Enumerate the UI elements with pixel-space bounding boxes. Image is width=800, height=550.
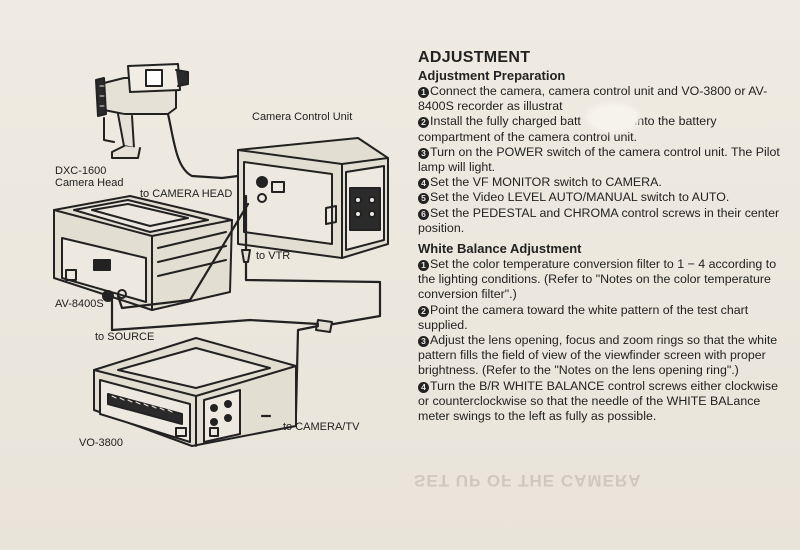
bleed-through-heading: SET UP OF THE CAMERA (414, 471, 642, 490)
step-text: Turn on the POWER switch of the camera c… (418, 144, 780, 175)
av-8400s-recorder-drawing (53, 195, 233, 311)
step-text: Set the Video LEVEL AUTO/MANUAL switch t… (430, 190, 730, 205)
step-number-icon: 3 (418, 336, 429, 348)
step-number-icon: 3 (418, 147, 429, 159)
step-number-icon: 4 (418, 178, 429, 190)
step-number-icon: 2 (418, 305, 429, 317)
label-camera-head: Camera Head (55, 177, 124, 189)
step-text: Point the camera toward the white patter… (418, 302, 749, 332)
camera-head-drawing (95, 63, 224, 180)
step-number-icon: 1 (418, 87, 429, 98)
label-to-camera-head: to CAMERA HEAD (140, 188, 233, 200)
connection-diagram (53, 63, 389, 447)
section-title: ADJUSTMENT (418, 49, 531, 66)
step-text: Set the PEDESTAL and CHROMA control scre… (418, 205, 780, 235)
label-camera-head-model: DXC-1600 (55, 165, 107, 177)
step-text: Connect the camera, camera control unit … (418, 84, 768, 114)
label-vcr-model: VO-3800 (79, 437, 124, 449)
step-text: Adjust the lens opening, focus and zoom … (418, 333, 778, 378)
white-balance-title: White Balance Adjustment (418, 241, 582, 257)
step-text: Install the fully charged batt ack into … (418, 114, 720, 144)
paper-smudge (589, 106, 637, 130)
label-to-source: to SOURCE (95, 331, 155, 343)
step-number-icon: 5 (418, 193, 429, 205)
step-text: Set the VF MONITOR switch to CAMERA. (430, 175, 662, 190)
step-number-icon: 4 (418, 381, 429, 393)
prep-title: Adjustment Preparation (418, 68, 566, 83)
label-to-camera-tv: to CAMERA/TV (283, 421, 360, 433)
step-text: Turn the B/R WHITE BALANCE control screw… (418, 378, 778, 424)
vo-3800-recorder-drawing (93, 337, 297, 447)
label-camera-control-unit: Camera Control Unit (252, 111, 353, 123)
label-to-vtr: to VTR (256, 250, 291, 262)
step-number-icon: 6 (418, 208, 429, 220)
step-text: Set the color temperature conversion fil… (418, 257, 777, 302)
step-number-icon: 2 (418, 117, 429, 129)
step-number-icon: 1 (418, 260, 429, 272)
camera-control-unit-drawing (237, 137, 389, 259)
label-recorder-model: AV-8400S (55, 298, 104, 310)
